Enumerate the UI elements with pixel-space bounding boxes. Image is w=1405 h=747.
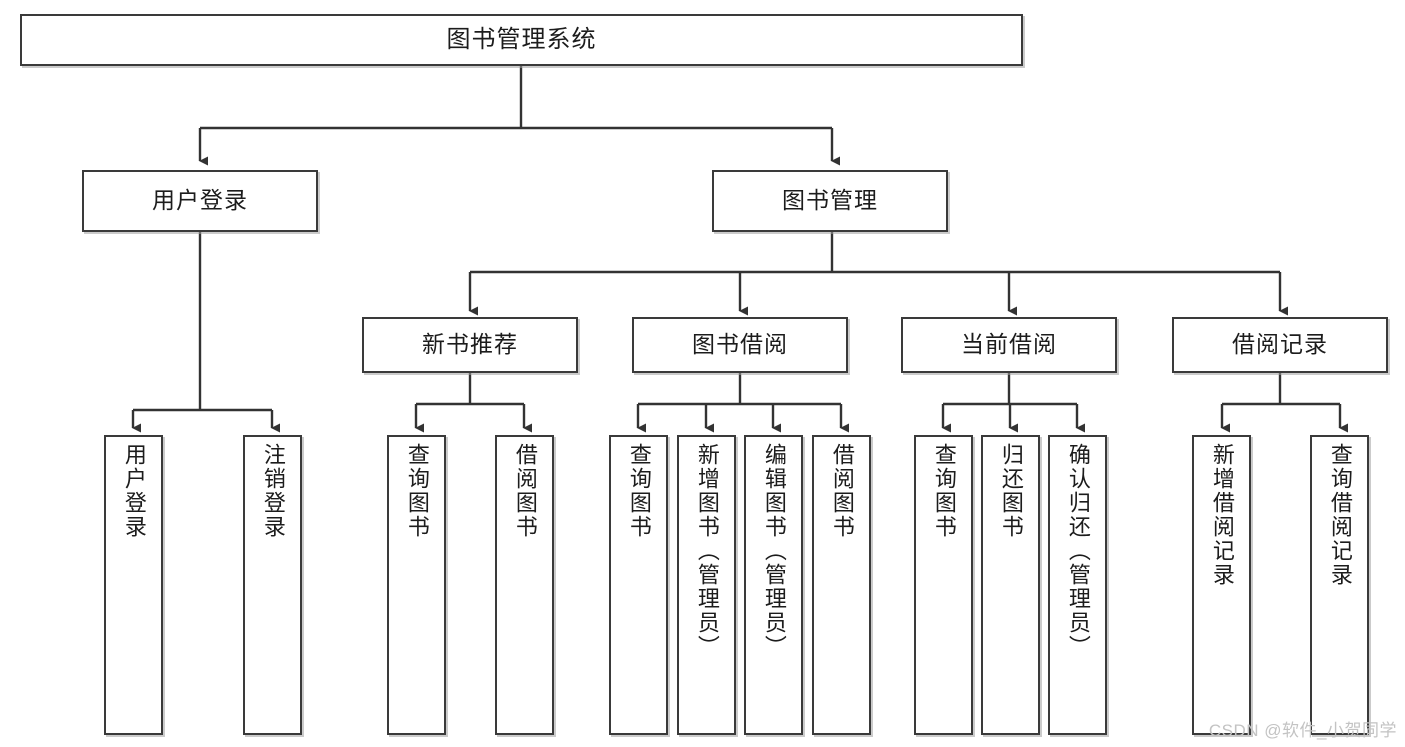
- leaf-new-book-borrow[interactable]: 借阅图书: [495, 435, 554, 735]
- node-label: 图书管理: [782, 187, 878, 214]
- leaf-user-login-logout[interactable]: 注销登录: [243, 435, 302, 735]
- leaf-book-borrow-query[interactable]: 查询图书: [609, 435, 668, 735]
- node-label: 借阅记录: [1232, 331, 1328, 358]
- leaf-label: 用户登录: [121, 443, 147, 539]
- leaf-label: 借阅图书: [829, 443, 855, 539]
- node-label: 用户登录: [152, 187, 248, 214]
- leaf-label: 查询图书: [404, 443, 430, 539]
- leaf-current-borrow-return[interactable]: 归还图书: [981, 435, 1040, 735]
- leaf-book-borrow-add[interactable]: 新增图书（管理员）: [677, 435, 736, 735]
- leaf-label: 归还图书: [998, 443, 1024, 539]
- leaf-label: 注销登录: [260, 443, 286, 539]
- node-label: 当前借阅: [961, 331, 1057, 358]
- node-book-management[interactable]: 图书管理: [712, 170, 948, 232]
- leaf-label: 确认归还（管理员）: [1065, 443, 1091, 659]
- leaf-label: 编辑图书（管理员）: [761, 443, 787, 659]
- node-label: 新书推荐: [422, 331, 518, 358]
- leaf-current-borrow-confirm-return[interactable]: 确认归还（管理员）: [1048, 435, 1107, 735]
- leaf-book-borrow-edit[interactable]: 编辑图书（管理员）: [744, 435, 803, 735]
- leaf-label: 借阅图书: [512, 443, 538, 539]
- leaf-label: 新增图书（管理员）: [694, 443, 720, 659]
- node-current-borrow[interactable]: 当前借阅: [901, 317, 1117, 373]
- leaf-new-book-query[interactable]: 查询图书: [387, 435, 446, 735]
- watermark-text: CSDN @软件_小贺同学: [1208, 721, 1397, 740]
- leaf-user-login-login[interactable]: 用户登录: [104, 435, 163, 735]
- leaf-label: 查询图书: [626, 443, 652, 539]
- leaf-borrow-record-add[interactable]: 新增借阅记录: [1192, 435, 1251, 735]
- node-new-book-recommend[interactable]: 新书推荐: [362, 317, 578, 373]
- leaf-borrow-record-query[interactable]: 查询借阅记录: [1310, 435, 1369, 735]
- node-root-book-management-system[interactable]: 图书管理系统: [20, 14, 1023, 66]
- node-borrow-record[interactable]: 借阅记录: [1172, 317, 1388, 373]
- node-label: 图书借阅: [692, 331, 788, 358]
- node-label: 图书管理系统: [446, 25, 597, 53]
- leaf-label: 查询图书: [931, 443, 957, 539]
- node-user-login[interactable]: 用户登录: [82, 170, 318, 232]
- node-book-borrow[interactable]: 图书借阅: [632, 317, 848, 373]
- leaf-label: 查询借阅记录: [1327, 443, 1353, 587]
- leaf-current-borrow-query[interactable]: 查询图书: [914, 435, 973, 735]
- leaf-label: 新增借阅记录: [1209, 443, 1235, 587]
- leaf-book-borrow-borrow[interactable]: 借阅图书: [812, 435, 871, 735]
